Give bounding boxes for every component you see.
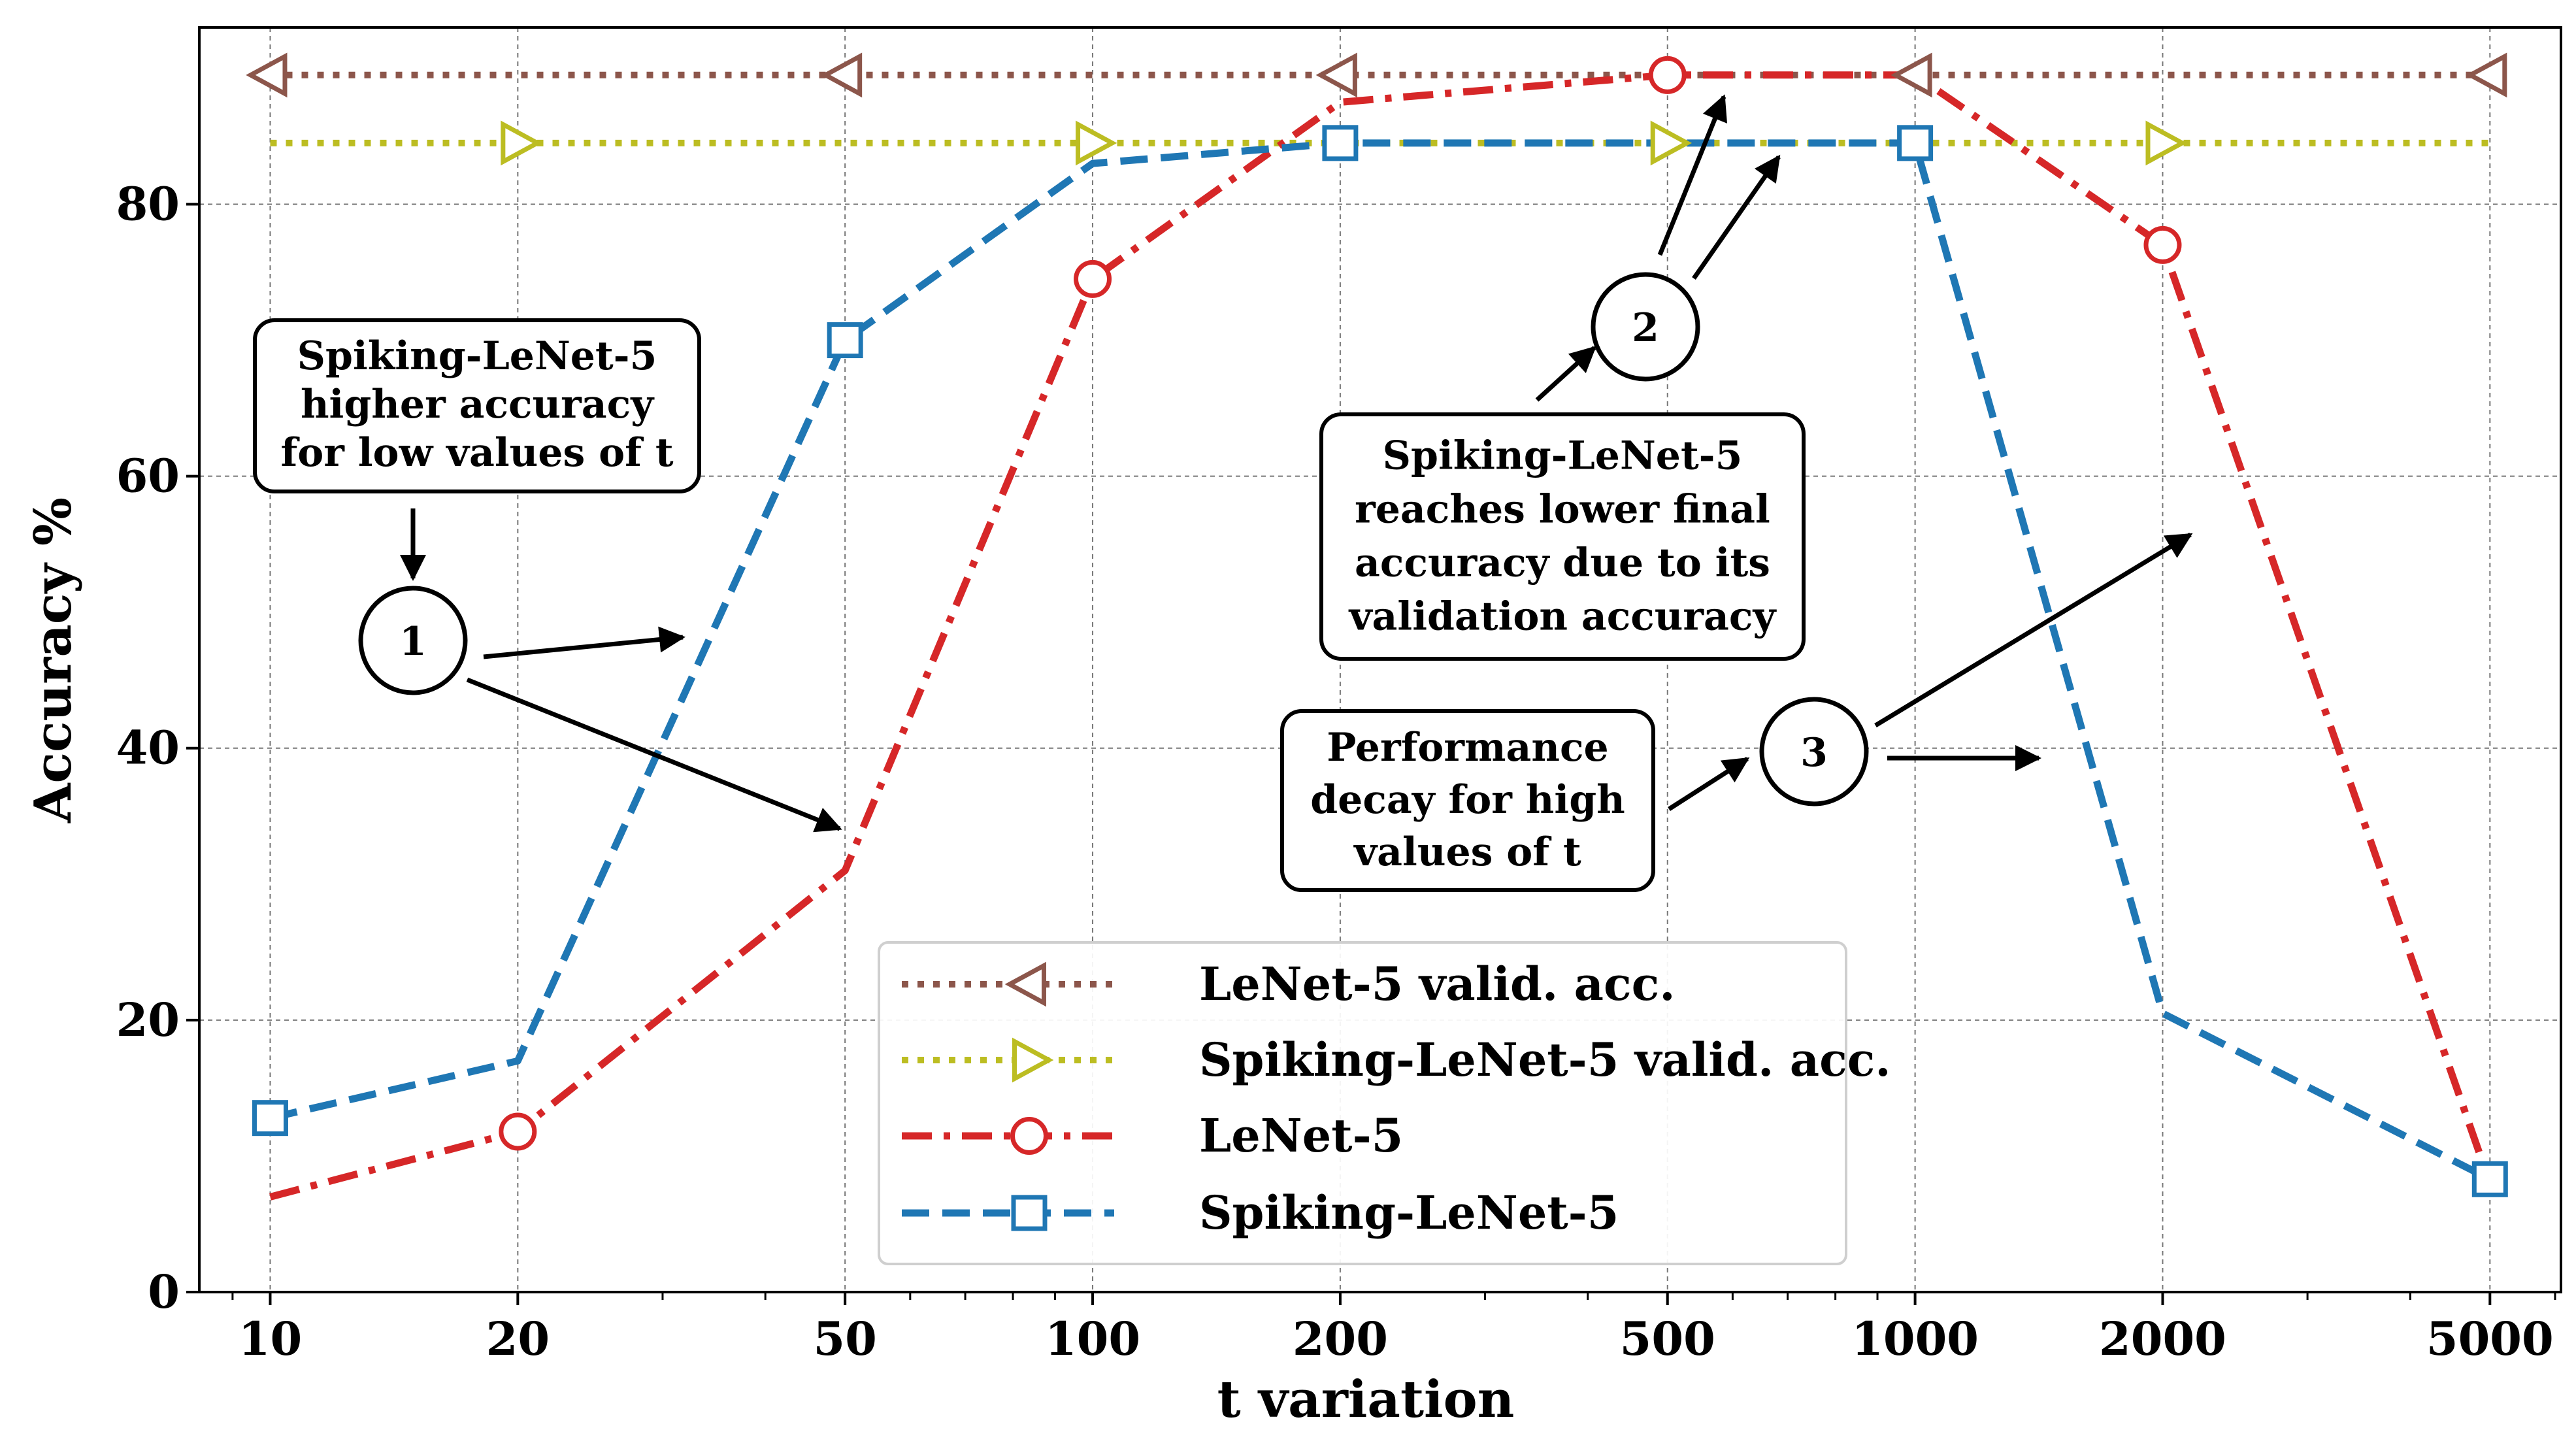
badge-number: 2: [1632, 305, 1659, 351]
legend-label: Spiking-LeNet-5 valid. acc.: [1199, 1033, 1891, 1087]
circle-marker: [1074, 259, 1112, 298]
circle-marker: [499, 1112, 537, 1151]
annotation-arrow: [1874, 533, 2193, 727]
legend-label: LeNet-5 valid. acc.: [1199, 957, 1676, 1011]
annotation-box: [1319, 412, 1806, 661]
annotation-arrow: [483, 626, 685, 659]
annotation-arrow: [1668, 757, 1750, 811]
x-tick-label: 20: [486, 1312, 550, 1366]
square-marker: [1897, 125, 1934, 161]
x-tick-label: 1000: [1851, 1312, 1979, 1366]
y-axis-label: Accuracy %: [24, 497, 83, 823]
triangle-left-marker: [1315, 52, 1357, 98]
axis-ticks: 10 20 50 100 200 500 1000 2000 5000 0 20 40 60 80: [116, 176, 2556, 1366]
x-tick-label: 2000: [2099, 1312, 2226, 1366]
circle-marker: [2143, 225, 2182, 264]
y-tick-label: 60: [116, 449, 180, 503]
plot-frame: [198, 26, 2562, 1293]
triangle-right-marker: [1012, 1037, 1054, 1083]
circle-marker: [1648, 56, 1687, 94]
annotation-badge: [1759, 697, 1869, 806]
annotation-badge: [1591, 272, 1700, 382]
annotation-text: higher accuracy: [301, 382, 655, 427]
triangle-left-marker: [820, 52, 863, 98]
annotation-arrow: [466, 677, 842, 833]
triangle-right-marker: [1076, 120, 1117, 166]
legend: LeNet-5 valid. acc. Spiking-LeNet-5 valid…: [878, 941, 1891, 1265]
badge-number: 1: [399, 619, 427, 665]
x-tick-label: 5000: [2426, 1312, 2554, 1366]
legend-label: LeNet-5: [1199, 1108, 1403, 1163]
y-tick-label: 80: [116, 176, 180, 231]
y-tick-label: 20: [116, 993, 180, 1047]
y-tick-label: 40: [116, 721, 180, 775]
x-tick-label: 200: [1293, 1312, 1388, 1366]
annotation-text: values of t: [1353, 829, 1581, 875]
legend-label: Spiking-LeNet-5: [1199, 1186, 1619, 1240]
x-tick-label: 100: [1045, 1312, 1140, 1366]
x-tick-label: 500: [1620, 1312, 1715, 1366]
annotation-text: Spiking-LeNet-5: [1383, 433, 1743, 479]
x-tick-label: 10: [239, 1312, 302, 1366]
annotation-text: accuracy due to its: [1355, 540, 1770, 586]
badge-number: 3: [1800, 730, 1828, 776]
triangle-right-marker: [501, 120, 542, 166]
triangle-left-marker: [1891, 52, 1932, 98]
triangle-right-marker: [1650, 120, 1693, 166]
annotation-arrow: [1692, 154, 1781, 280]
series-markers: [246, 52, 2508, 1197]
x-axis-label: t variation: [1217, 1370, 1515, 1429]
circle-marker: [1010, 1117, 1048, 1155]
annotation-box: [1280, 709, 1655, 892]
annotation-text: Performance: [1327, 725, 1608, 771]
triangle-right-marker: [2145, 120, 2187, 166]
square-marker: [1011, 1195, 1048, 1231]
square-marker: [2471, 1161, 2508, 1197]
square-marker: [252, 1100, 288, 1137]
annotation-text: validation accuracy: [1348, 594, 1777, 640]
annotation-box: [253, 318, 701, 493]
triangle-left-marker: [246, 52, 288, 98]
x-tick-label: 50: [813, 1312, 876, 1366]
annotation-text: reaches lower final: [1355, 487, 1770, 533]
y-tick-label: 0: [148, 1265, 180, 1319]
annotation-text: for low values of t: [280, 430, 673, 476]
annotation-text: decay for high: [1310, 777, 1625, 823]
annotation-badge: [358, 586, 468, 695]
square-marker: [1322, 125, 1359, 161]
square-marker: [827, 322, 863, 359]
annotation-arrow: [1657, 94, 1728, 256]
annotation-arrow: [1535, 346, 1596, 402]
legend-box: [878, 941, 1847, 1265]
triangle-left-marker: [2465, 52, 2507, 98]
triangle-left-marker: [1004, 961, 1046, 1007]
annotation-text: Spiking-LeNet-5: [297, 333, 657, 379]
